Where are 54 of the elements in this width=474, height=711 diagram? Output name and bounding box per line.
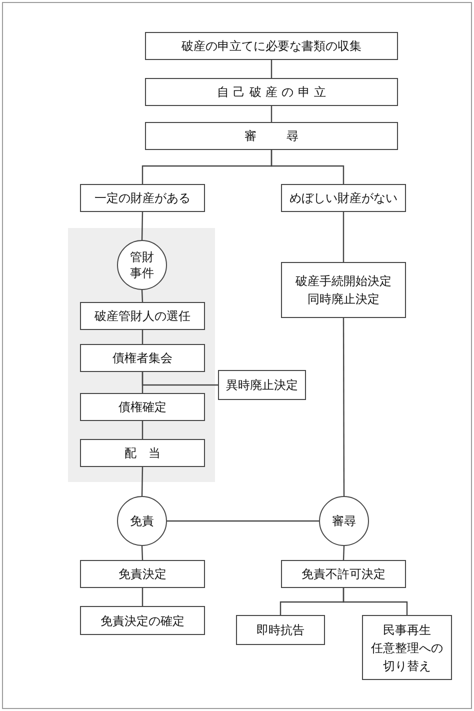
connector-line xyxy=(167,520,319,522)
process-box xyxy=(362,615,452,680)
connector-line xyxy=(141,466,144,496)
connector-line xyxy=(142,372,218,386)
connector-line xyxy=(142,330,144,344)
node-label: 配当 xyxy=(124,445,172,462)
connector-line xyxy=(342,546,345,560)
node-label: 管財事件 xyxy=(128,248,155,282)
process-box xyxy=(145,32,398,60)
node-label: 破産管財人の選任 xyxy=(94,308,190,325)
node-label: 自己破産の申立 xyxy=(216,84,330,101)
connector-line xyxy=(141,546,144,560)
process-box xyxy=(145,78,398,106)
process-box xyxy=(281,184,406,212)
node-label: 民事再生 xyxy=(383,622,431,638)
node-label: 破産の申立てに必要な書類の収集 xyxy=(182,38,362,55)
node-label: 即時抗告 xyxy=(256,622,304,639)
connector-line xyxy=(141,212,144,240)
node-label: 審尋 xyxy=(244,128,328,145)
node-label: 同時廃止決定 xyxy=(308,291,380,308)
node-label: 異時廃止決定 xyxy=(226,377,298,394)
process-box xyxy=(80,606,205,635)
connector-line xyxy=(142,588,144,606)
connector-line xyxy=(342,588,408,615)
connector-line xyxy=(342,212,344,262)
process-box xyxy=(80,184,205,212)
connector-line xyxy=(142,421,144,439)
process-box xyxy=(80,393,205,421)
process-box xyxy=(281,262,406,318)
process-box xyxy=(80,344,205,372)
process-box xyxy=(80,560,205,588)
process-box xyxy=(80,439,205,467)
node-label: 免責決定 xyxy=(118,566,166,583)
process-box xyxy=(236,615,325,645)
node-label: 免責 xyxy=(128,512,155,530)
connector-line xyxy=(270,106,272,122)
node-label: 免責決定の確定 xyxy=(100,612,184,630)
node-label: めぼしい財産がない xyxy=(290,190,398,207)
node-label: 審尋 xyxy=(330,512,357,530)
connector-line xyxy=(141,290,144,302)
node-label: 債権確定 xyxy=(118,399,166,416)
node-label: 債権者集会 xyxy=(112,350,172,367)
process-box xyxy=(281,560,406,588)
node-label: 破産手続開始決定 xyxy=(296,273,392,290)
process-box xyxy=(218,370,306,400)
node-label: 一定の財産がある xyxy=(94,190,190,207)
connector-line xyxy=(342,318,345,496)
shaded-panel xyxy=(68,228,215,482)
process-box xyxy=(80,302,205,330)
node-label: 任意整理への切り替え xyxy=(370,640,444,674)
process-box xyxy=(145,122,398,150)
node-label: 免責不許可決定 xyxy=(302,566,386,583)
connector-line xyxy=(270,60,272,78)
connector-line xyxy=(270,150,344,184)
